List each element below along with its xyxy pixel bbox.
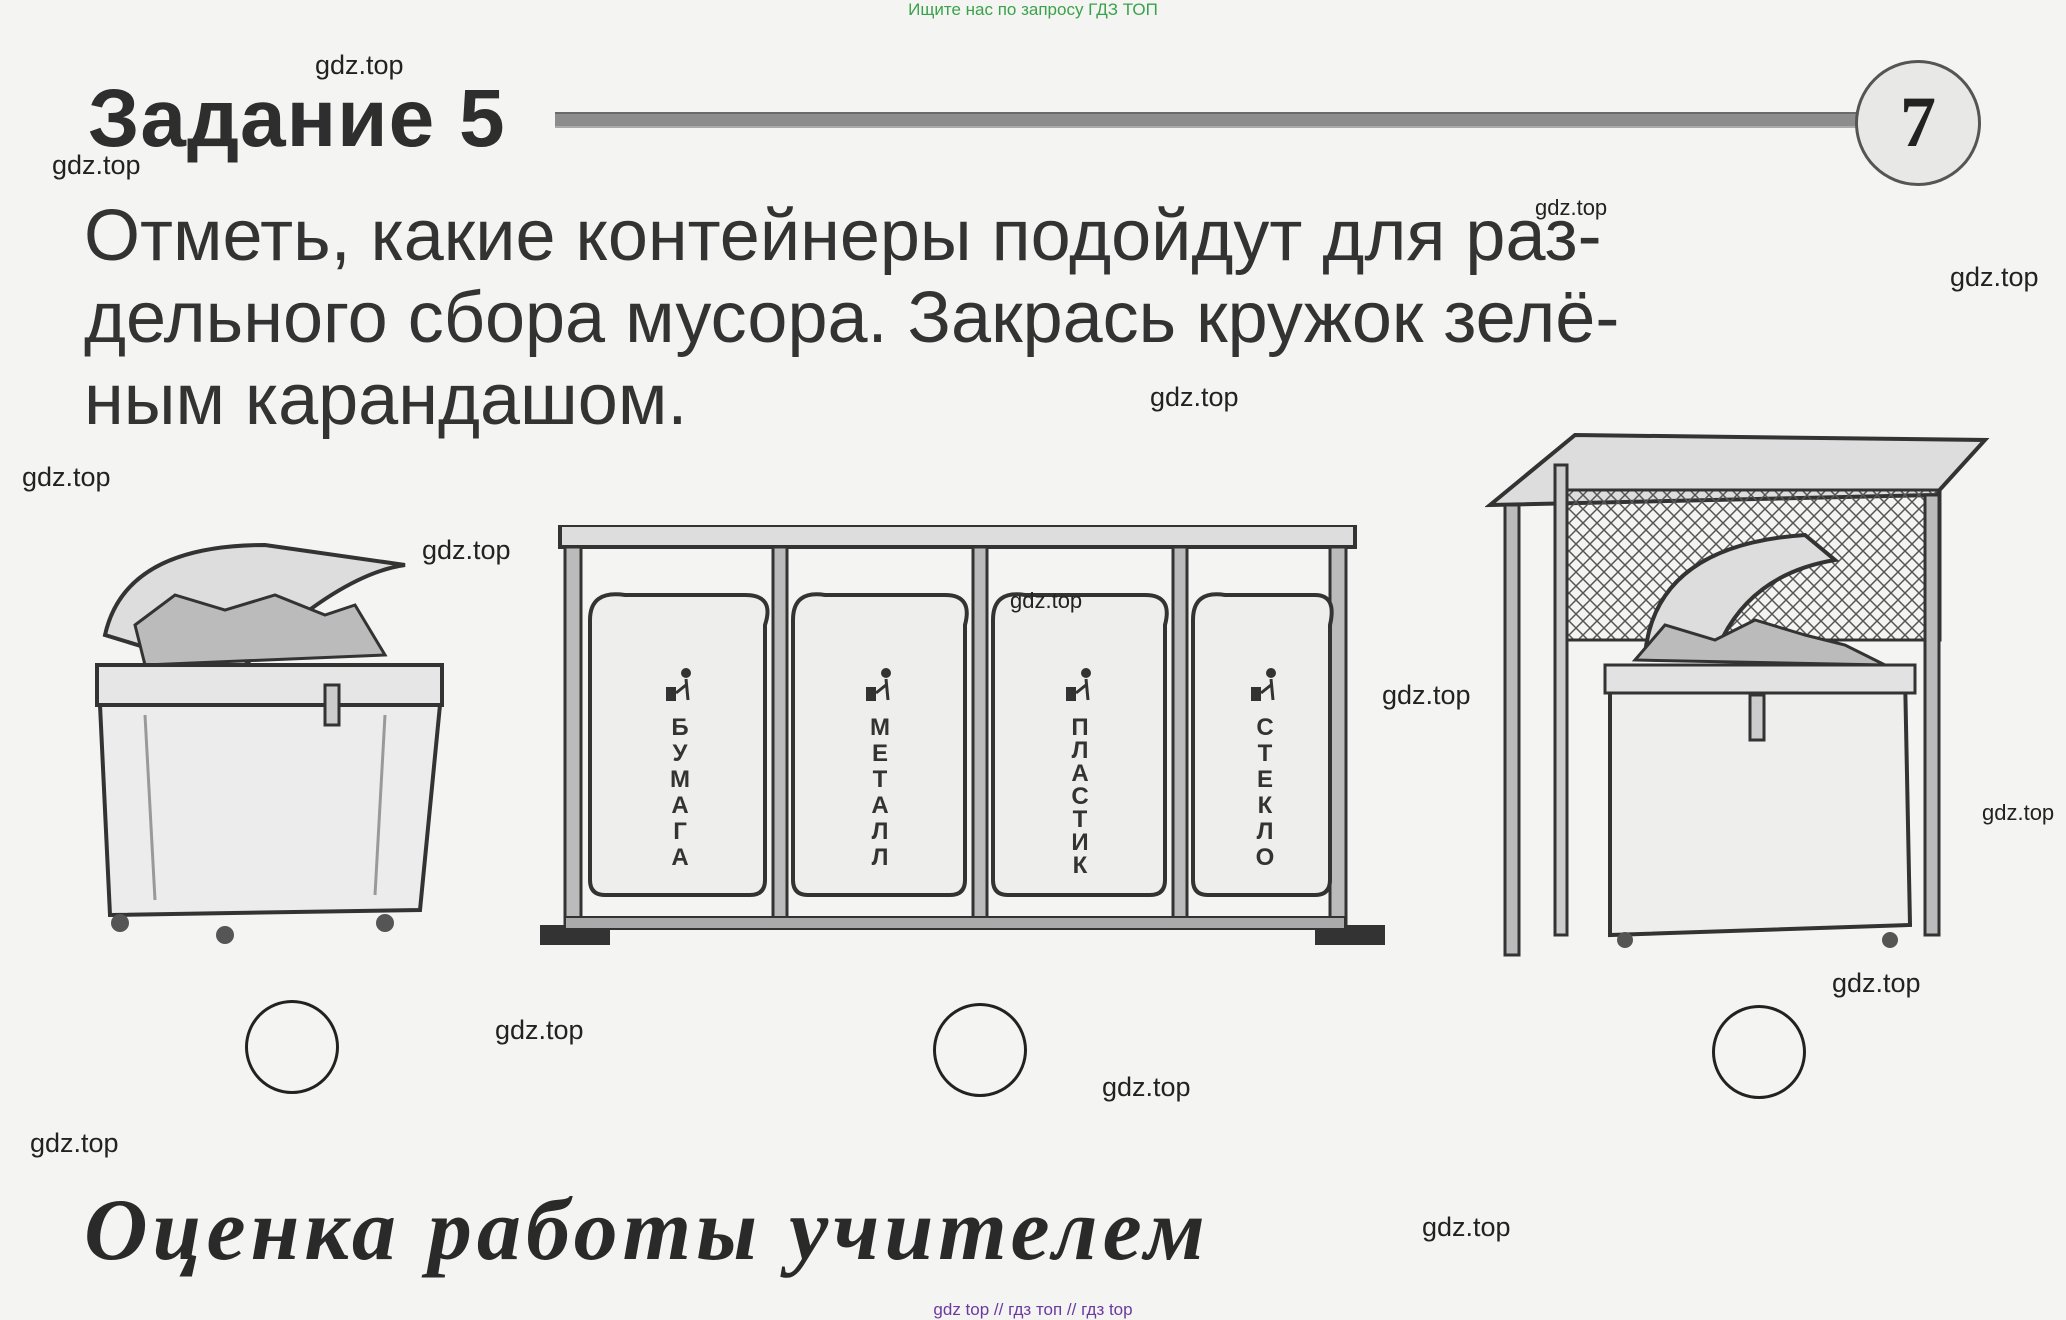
trash-bin-icon [866,668,891,701]
bin-label-letter: Л [1072,737,1089,764]
bin-label-letter: Л [872,818,889,845]
watermark: gdz.top [1950,262,2039,292]
bin-label-letter: У [673,740,689,767]
metal-bag [791,592,969,897]
instruction-line-3: ным карандашом. [84,360,688,440]
sheltered-dumpster-illustration [1485,432,1990,957]
bin-label-letter: М [870,714,890,741]
bin-label-letter: Л [872,844,889,871]
top-search-link[interactable]: Ищите нас по запросу ГДЗ ТОП [908,0,1158,19]
watermark: gdz.top [422,535,511,565]
bin-label-letter: О [1256,844,1275,871]
teacher-evaluation-title: Оценка работы учителем [84,1182,1210,1279]
instruction-line-2: дельного сбора мусора. Закрась кружок зе… [84,278,1620,358]
answer-circle-sheltered-dumpster[interactable] [1712,1005,1806,1099]
trash-bin-icon [1251,668,1276,701]
bin-label-letter: Т [1073,806,1088,833]
bottom-links[interactable]: gdz top // гдз топ // гдз top [933,1300,1133,1319]
bin-label-letter: Т [1258,740,1273,767]
trash-bin-icon [666,668,691,701]
bin-label-letter: К [1073,852,1088,879]
watermark: gdz.top [1010,588,1083,613]
bin-label-letter: А [871,792,888,819]
open-dumpster-illustration [95,542,444,944]
instruction-line-1: Отметь, какие контейнеры подойдут для ра… [84,196,1602,276]
bin-label-letter: Л [1257,818,1274,845]
bin-label-letter: К [1258,792,1273,819]
bin-label-letter: С [1071,783,1088,810]
answer-circle-open-dumpster[interactable] [245,1000,339,1094]
bin-label-letter: И [1071,829,1088,856]
title-divider [555,112,1885,128]
watermark: gdz.top [1102,1072,1191,1102]
bin-label-letter: Т [873,766,888,793]
watermark: gdz.top [495,1015,584,1045]
watermark: gdz.top [315,50,404,80]
glass-bag [1191,592,1334,897]
watermark: gdz.top [1382,680,1471,710]
bin-label-letter: Б [671,714,688,741]
bin-label-letter: М [670,766,690,793]
bin-label-letter: Е [1257,766,1273,793]
paper-bag [588,592,770,897]
bin-label-letter: Е [872,740,888,767]
watermark: gdz.top [22,462,111,492]
answer-circle-separate-station[interactable] [933,1003,1027,1097]
watermark: gdz.top [1422,1212,1511,1242]
bin-label-letter: С [1256,714,1273,741]
bin-label-letter: Г [673,818,687,845]
task-title: Задание 5 [88,73,506,164]
watermark: gdz.top [1150,382,1239,412]
watermark: gdz.top [30,1128,119,1158]
watermark: gdz.top [52,150,141,180]
trash-bin-icon [1066,668,1091,701]
watermark: gdz.top [1535,195,1608,220]
bin-label-letter: А [1071,760,1088,787]
watermark: gdz.top [1832,968,1921,998]
page-number: 7 [1855,60,1981,186]
bin-label-letter: А [671,792,688,819]
bin-label-letter: П [1071,714,1088,741]
bin-label-letter: А [671,844,688,871]
watermark: gdz.top [1982,800,2055,825]
plastic-bag [991,592,1169,897]
